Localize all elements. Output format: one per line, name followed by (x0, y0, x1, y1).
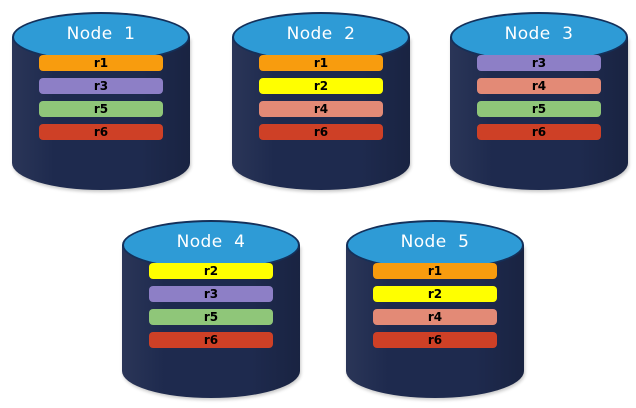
replica-bar-r6[interactable]: r6 (149, 332, 273, 348)
replica-bar-r2[interactable]: r2 (259, 78, 383, 94)
replica-bar-r4[interactable]: r4 (259, 101, 383, 117)
replica-bar-r1[interactable]: r1 (259, 55, 383, 71)
replica-bar-r3[interactable]: r3 (477, 55, 601, 71)
replica-list: r2 r3 r5 r6 (149, 263, 273, 348)
replica-list: r1 r2 r4 r6 (259, 55, 383, 140)
node-top-disc (232, 12, 410, 62)
replica-bar-r4[interactable]: r4 (477, 78, 601, 94)
replica-bar-r5[interactable]: r5 (39, 101, 163, 117)
replica-list: r1 r3 r5 r6 (39, 55, 163, 140)
replica-list: r1 r2 r4 r6 (373, 263, 497, 348)
replica-bar-r3[interactable]: r3 (39, 78, 163, 94)
replica-bar-r6[interactable]: r6 (477, 124, 601, 140)
replica-bar-r4[interactable]: r4 (373, 309, 497, 325)
replica-bar-r5[interactable]: r5 (477, 101, 601, 117)
replica-bar-r2[interactable]: r2 (373, 286, 497, 302)
replica-bar-r5[interactable]: r5 (149, 309, 273, 325)
replica-bar-r2[interactable]: r2 (149, 263, 273, 279)
replica-bar-r6[interactable]: r6 (39, 124, 163, 140)
replica-bar-r1[interactable]: r1 (373, 263, 497, 279)
replica-bar-r6[interactable]: r6 (259, 124, 383, 140)
replica-bar-r1[interactable]: r1 (39, 55, 163, 71)
replica-list: r3 r4 r5 r6 (477, 55, 601, 140)
replica-bar-r6[interactable]: r6 (373, 332, 497, 348)
replica-bar-r3[interactable]: r3 (149, 286, 273, 302)
